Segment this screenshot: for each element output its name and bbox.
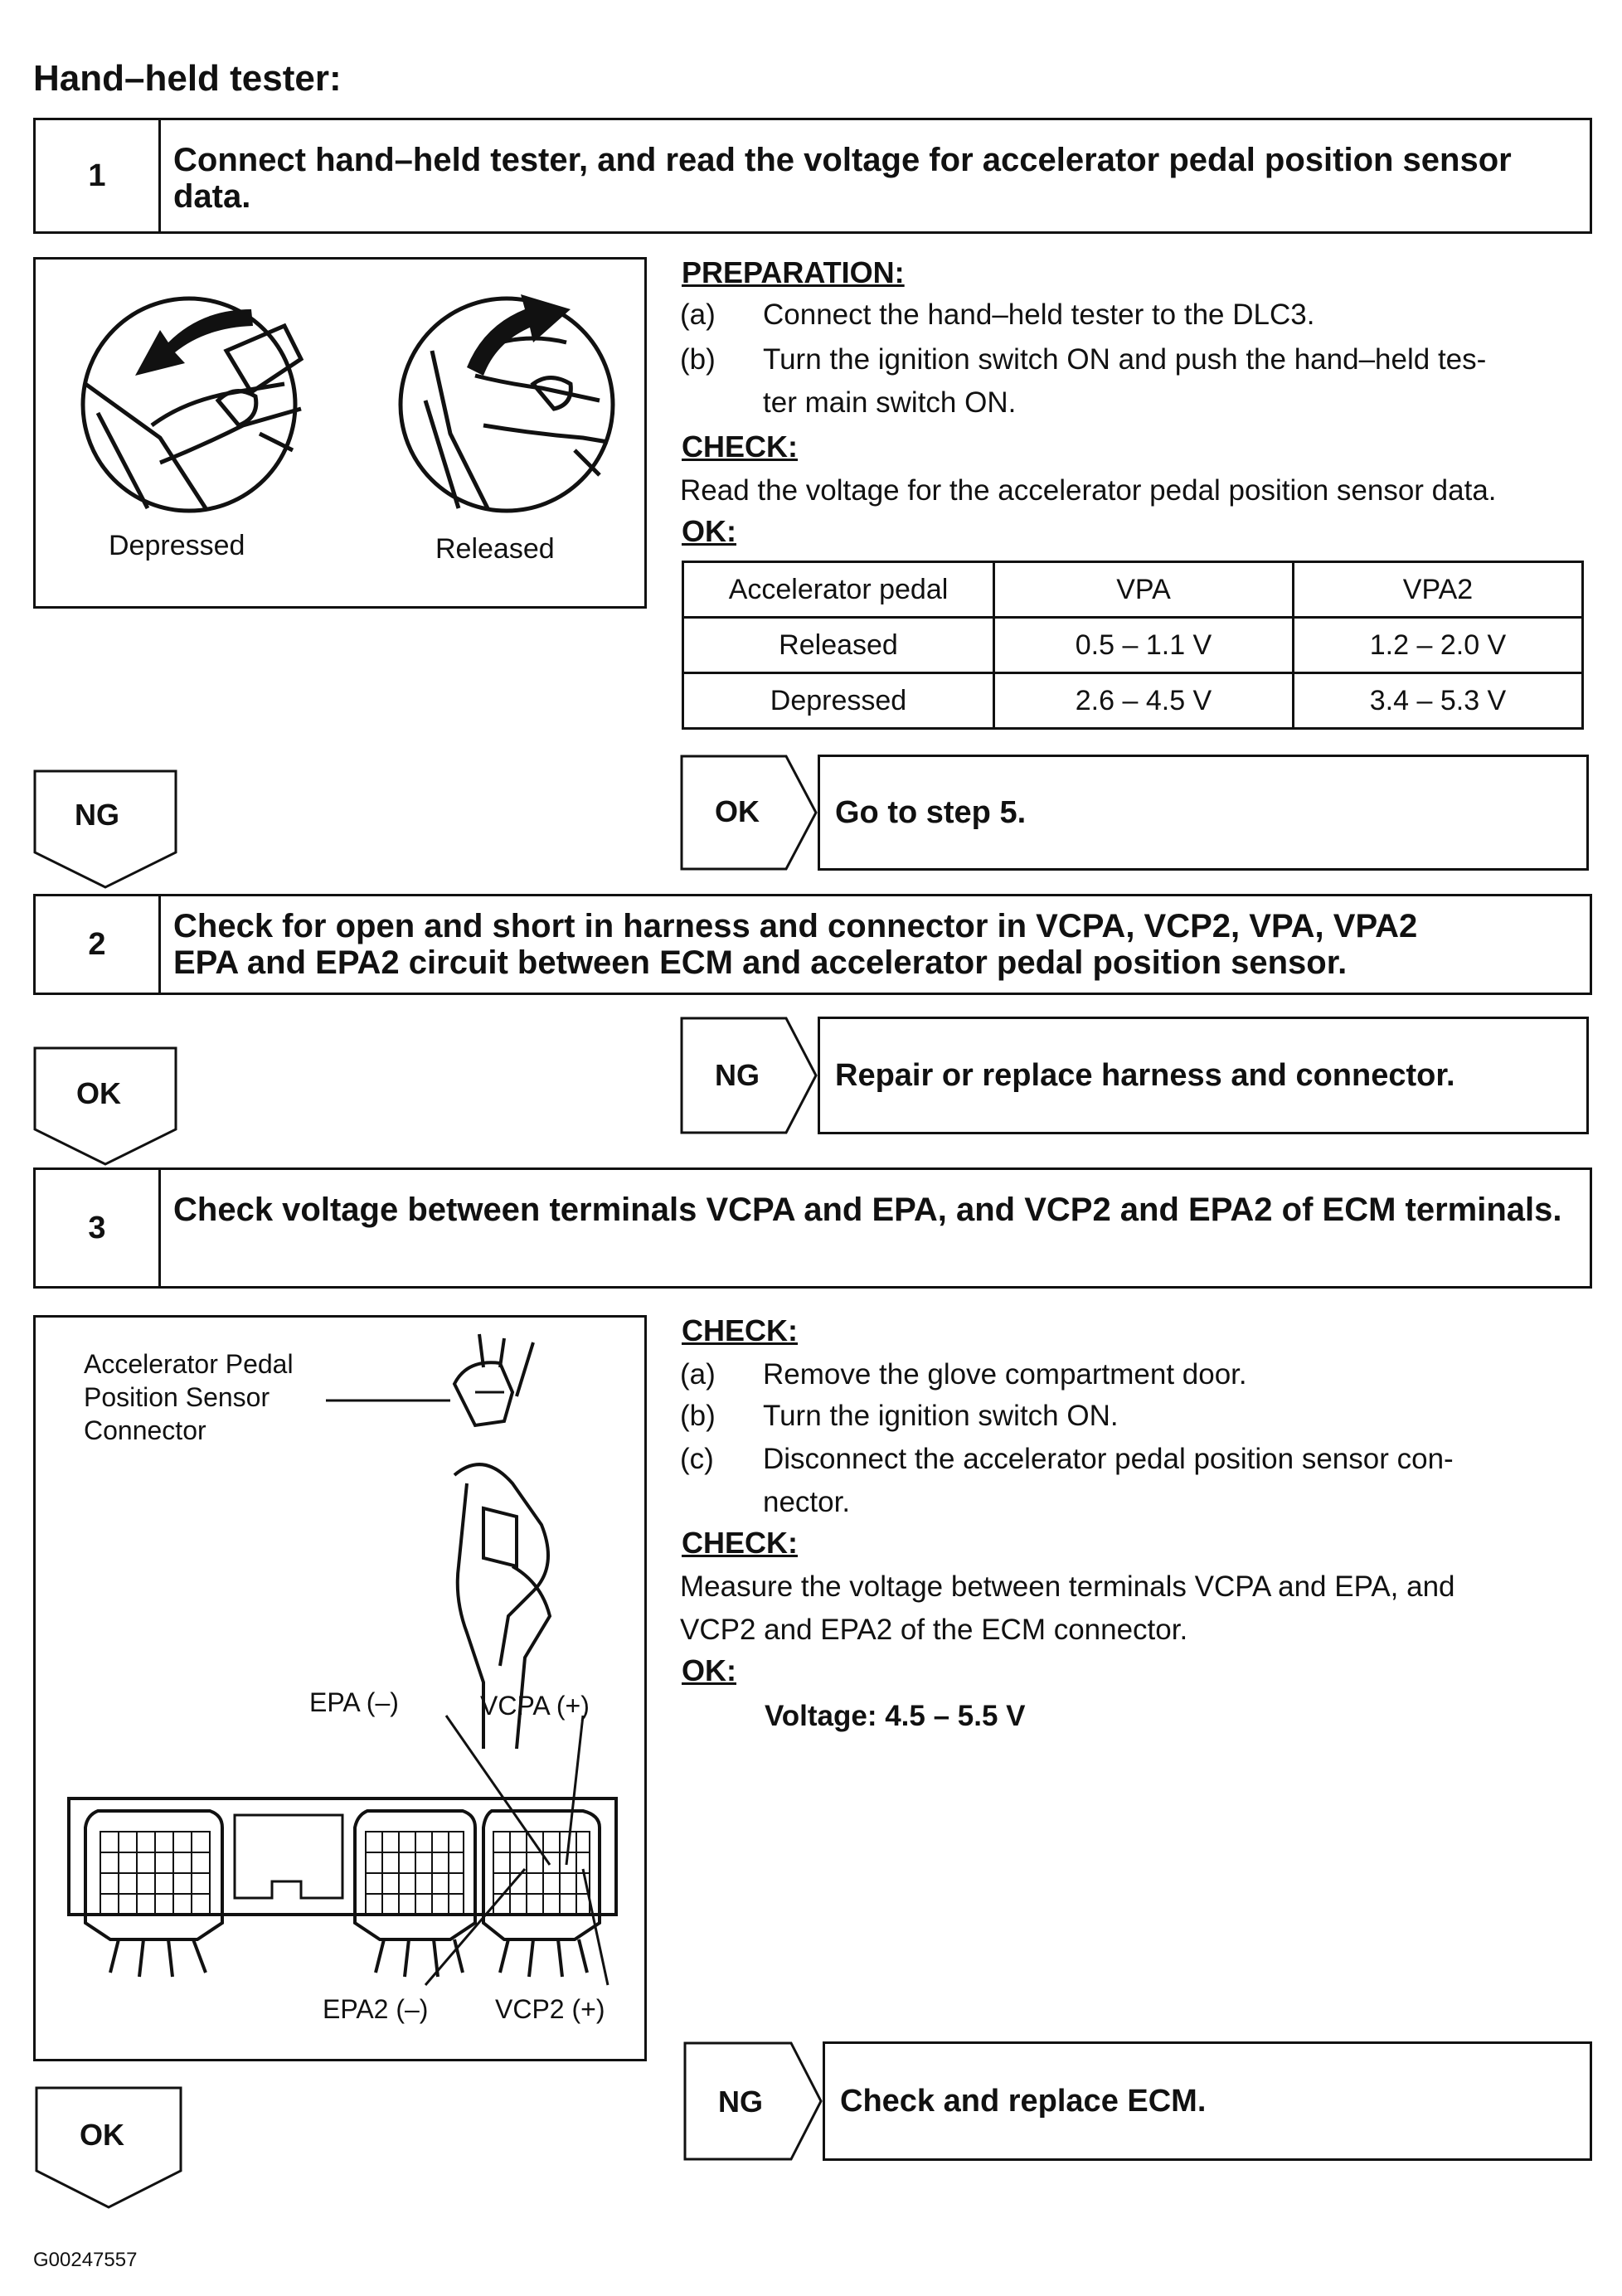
step-title: Connect hand–held tester, and read the v… <box>173 142 1512 215</box>
document-code: G00247557 <box>33 2249 138 2271</box>
pedal-depressed-drawing <box>80 296 304 513</box>
ok-down-arrow <box>33 1046 177 1166</box>
prep-step-b: (b) Turn the ignition switch ON and push… <box>680 338 1592 430</box>
flow3-result: Check and replace ECM. <box>823 2041 1592 2161</box>
table-cell: Depressed <box>682 672 995 730</box>
check-header: CHECK: <box>682 1313 798 1347</box>
check-c-line1: Disconnect the accelerator pedal positio… <box>763 1443 1454 1475</box>
table-cell: Released <box>682 616 995 674</box>
label-depressed: Depressed <box>109 530 245 561</box>
terminal-grid-1 <box>100 1831 211 1915</box>
label-vcpa: VCPA (+) <box>480 1691 590 1721</box>
prep-a-label: (a) <box>680 299 716 331</box>
table-cell: 0.5 – 1.1 V <box>993 616 1294 674</box>
measure-line2: VCP2 and EPA2 of the ECM connector. <box>680 1614 1188 1646</box>
table-header-cell: VPA <box>993 561 1294 619</box>
step-3-header: 3 Check voltage between terminals VCPA a… <box>33 1167 1592 1289</box>
pedal-figure: Depressed Released <box>33 257 647 609</box>
check-c-line2: nector. <box>763 1486 851 1518</box>
check-a-label: (a) <box>680 1358 716 1391</box>
connector-label-line1: Accelerator Pedal <box>84 1349 294 1379</box>
check-b-text: Turn the ignition switch ON. <box>763 1400 1119 1432</box>
step-title-line2: EPA and EPA2 circuit between ECM and acc… <box>173 944 1348 981</box>
ecm-connector-figure: Accelerator Pedal Position Sensor Connec… <box>33 1315 647 2061</box>
step-title-line1: Check for open and short in harness and … <box>173 908 1418 944</box>
label-epa: EPA (–) <box>309 1687 399 1717</box>
table-cell: 3.4 – 5.3 V <box>1292 672 1584 730</box>
flow2-side-label: NG <box>715 1058 760 1092</box>
prep-b-line1: Turn the ignition switch ON and push the… <box>763 343 1487 376</box>
flow3-side-label: NG <box>718 2085 763 2119</box>
connector-label-line2: Position Sensor <box>84 1382 270 1412</box>
check-b-label: (b) <box>680 1400 716 1432</box>
terminal-grid-3 <box>493 1831 590 1915</box>
label-vcp2: VCP2 (+) <box>495 1994 605 2024</box>
connector-illustration <box>67 1333 618 1986</box>
step-1-header: 1 Connect hand–held tester, and read the… <box>33 118 1592 234</box>
check-text: Read the voltage for the accelerator ped… <box>680 474 1497 507</box>
ng-side-arrow <box>683 2041 823 2161</box>
flow2-down-label: OK <box>76 1076 121 1110</box>
check-c-label: (c) <box>680 1443 714 1475</box>
flow3-down-label: OK <box>80 2118 124 2152</box>
table-header-cell: VPA2 <box>1292 561 1584 619</box>
prep-b-line2: ter main switch ON. <box>763 386 1017 419</box>
step-number: 2 <box>36 896 161 993</box>
terminal-grid-2 <box>365 1831 464 1915</box>
step-title: Check voltage between terminals VCPA and… <box>173 1192 1562 1228</box>
prep-b-label: (b) <box>680 343 716 376</box>
flow1-side-label: OK <box>715 794 760 828</box>
connector-label-line3: Connector <box>84 1415 206 1445</box>
page-title: Hand–held tester: <box>33 58 342 99</box>
check-step-c: (c) Disconnect the accelerator pedal pos… <box>680 1438 1592 1526</box>
flow1-result: Go to step 5. <box>818 755 1589 871</box>
ng-side-arrow <box>680 1017 818 1134</box>
label-released: Released <box>435 533 555 565</box>
table-row: Depressed 2.6 – 4.5 V 3.4 – 5.3 V <box>682 672 1584 730</box>
step-number: 1 <box>36 120 161 231</box>
check-step-a: (a) Remove the glove compartment door. <box>680 1353 1592 1398</box>
prep-step-a: (a) Connect the hand–held tester to the … <box>680 294 1592 426</box>
label-epa2: EPA2 (–) <box>323 1994 429 2024</box>
voltage-spec: Voltage: 4.5 – 5.5 V <box>765 1700 1026 1732</box>
table-cell: 2.6 – 4.5 V <box>993 672 1294 730</box>
ok-header: OK: <box>682 514 736 548</box>
connector-label: Accelerator Pedal Position Sensor Connec… <box>84 1347 294 1447</box>
table-header-row: Accelerator pedal VPA VPA2 <box>682 561 1584 619</box>
flow2-result: Repair or replace harness and connector. <box>818 1017 1589 1134</box>
pedal-released-drawing <box>398 296 615 513</box>
pedal-illustration <box>80 294 615 513</box>
check-step-b: (b) Turn the ignition switch ON. <box>680 1395 1592 1439</box>
table-row: Released 0.5 – 1.1 V 1.2 – 2.0 V <box>682 616 1584 674</box>
check-header: CHECK: <box>682 430 798 464</box>
check-a-text: Remove the glove compartment door. <box>763 1358 1247 1391</box>
release-arrow-icon <box>467 294 571 376</box>
ok-down-arrow <box>35 2086 182 2209</box>
ok-header: OK: <box>682 1653 736 1687</box>
prep-a-text: Connect the hand–held tester to the DLC3… <box>763 299 1315 331</box>
voltage-table: Accelerator pedal VPA VPA2 Released 0.5 … <box>682 561 1584 730</box>
ng-down-arrow <box>33 769 177 889</box>
flow1-down-label: NG <box>75 798 119 832</box>
check2-header: CHECK: <box>682 1526 798 1560</box>
step-number: 3 <box>36 1170 161 1286</box>
measure-line1: Measure the voltage between terminals VC… <box>680 1570 1455 1603</box>
preparation-header: PREPARATION: <box>682 255 905 289</box>
table-cell: 1.2 – 2.0 V <box>1292 616 1584 674</box>
ok-side-arrow <box>680 755 818 871</box>
step-2-header: 2 Check for open and short in harness an… <box>33 894 1592 995</box>
table-header-cell: Accelerator pedal <box>682 561 995 619</box>
depress-arrow-icon <box>135 309 253 376</box>
